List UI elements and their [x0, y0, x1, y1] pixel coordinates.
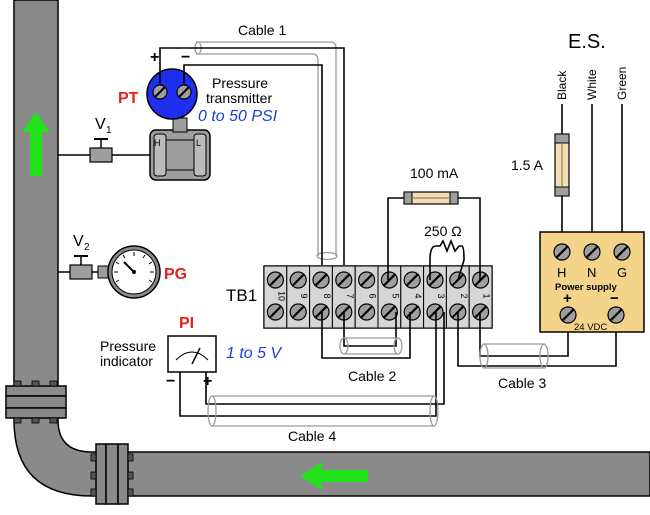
terminal-8[interactable]: 8	[309, 265, 333, 329]
tb1-tag: TB1	[226, 286, 257, 305]
gauge-tag: PG	[164, 266, 187, 283]
terminal-label: 10	[276, 291, 286, 301]
terminal-5[interactable]: 5	[377, 265, 402, 329]
wire-green-label: Green	[615, 67, 629, 100]
flow-arrow-left-icon	[300, 462, 368, 490]
terminal-label: 7	[345, 293, 355, 298]
valve-v2-letter: V	[73, 233, 84, 250]
ps-voltage: 24 VDC	[574, 322, 607, 333]
ps-plus: +	[563, 290, 572, 307]
flange-lower	[5, 407, 67, 419]
transmitter-port-l: L	[196, 138, 201, 148]
indicator-range: 1 to 5 V	[226, 345, 282, 362]
ps-term-n: N	[587, 265, 596, 280]
terminal-4[interactable]: 4	[400, 265, 425, 329]
transmitter-name-line1: Pressure	[212, 75, 268, 91]
transmitter-name-line2: transmitter	[206, 90, 272, 106]
ps-minus: −	[610, 290, 619, 307]
indicator-minus: −	[166, 373, 175, 390]
ps-term-g: G	[617, 265, 627, 280]
wire-black-label: Black	[555, 70, 569, 100]
cable-1-label: Cable 1	[238, 22, 286, 38]
transmitter-tag: PT	[118, 90, 139, 107]
transmitter-minus: −	[181, 49, 190, 66]
pressure-indicator	[167, 312, 445, 427]
flow-arrow-up-icon	[22, 112, 50, 176]
terminal-label: 1	[482, 293, 492, 298]
terminal-9[interactable]: 9	[286, 265, 311, 329]
valve-v1-subscript: 1	[106, 125, 112, 136]
fuse-100ma	[403, 191, 459, 205]
process-pipe	[5, 0, 650, 505]
terminal-3[interactable]: 3	[423, 265, 447, 329]
es-wires	[561, 104, 623, 242]
fuse-1-5a-label: 1.5 A	[511, 157, 544, 173]
terminal-10[interactable]: 10	[263, 265, 288, 329]
cable-1	[159, 41, 345, 265]
terminal-label: 9	[299, 293, 309, 298]
valve-v2[interactable]	[69, 255, 93, 280]
terminal-1[interactable]: 1	[468, 265, 493, 329]
valve-v2-subscript: 2	[84, 242, 90, 253]
terminal-block-tb1: 10 9 8 7 6 5 4 3 2 1	[263, 265, 493, 329]
transmitter-range: 0 to 50 PSI	[198, 108, 278, 125]
indicator-name-line2: indicator	[100, 353, 153, 369]
terminal-6[interactable]: 6	[354, 265, 379, 329]
transmitter-port-h: H	[154, 138, 161, 148]
terminal-label: 2	[459, 293, 469, 298]
resistor-250	[429, 238, 465, 281]
valve-v1[interactable]	[89, 138, 113, 163]
cable-2-label: Cable 2	[348, 368, 396, 384]
transmitter-plus: +	[150, 49, 159, 66]
fuse-1-5a	[554, 133, 570, 197]
pressure-gauge	[97, 245, 161, 299]
terminal-label: 5	[390, 293, 400, 298]
indicator-tag: PI	[179, 315, 194, 332]
ps-name: Power supply	[555, 282, 617, 293]
cable-2	[321, 312, 411, 359]
terminal-label: 4	[413, 293, 423, 298]
indicator-plus: +	[203, 373, 212, 390]
terminal-label: 8	[322, 293, 332, 298]
cable-4-label: Cable 4	[288, 428, 336, 444]
flange-upper	[5, 385, 67, 397]
cable-3	[457, 312, 617, 369]
cable-3-label: Cable 3	[498, 375, 546, 391]
flange-right	[117, 443, 129, 505]
wire-white-label: White	[585, 69, 599, 100]
power-supply	[539, 231, 645, 333]
resistor-label: 250 Ω	[424, 223, 462, 239]
indicator-name-line1: Pressure	[100, 338, 156, 354]
valve-v1-letter: V	[95, 116, 106, 133]
terminal-label: 3	[436, 293, 446, 298]
flange-left	[95, 443, 107, 505]
terminal-label: 6	[368, 293, 378, 298]
ps-term-h: H	[557, 265, 566, 280]
es-title: E.S.	[568, 31, 606, 53]
fuse-100ma-label: 100 mA	[410, 165, 459, 181]
